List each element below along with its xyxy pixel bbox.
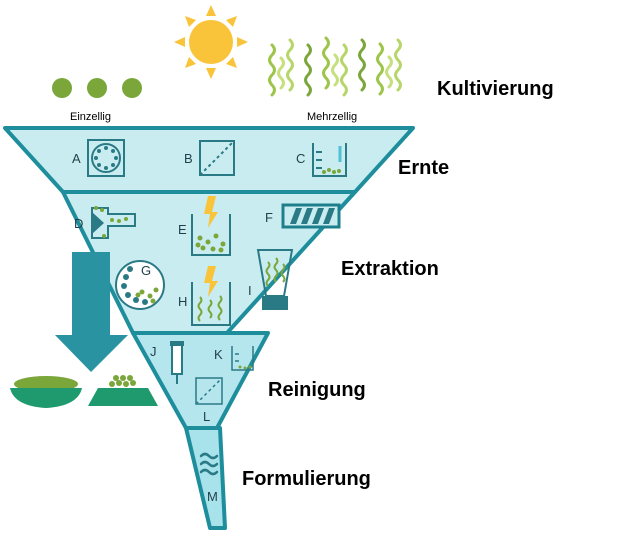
multicellular-label: Mehrzellig (307, 111, 357, 123)
funnel-band-harvest (3, 126, 415, 194)
step-label-m: M (207, 489, 218, 504)
sun-icon (174, 5, 248, 79)
bypass-arrow-icon (55, 252, 128, 372)
multicellular-algae-icon (268, 36, 402, 97)
funnel-band-purification (131, 331, 270, 430)
step-label-g: G (141, 263, 151, 278)
filtration-icon (199, 140, 235, 176)
precipitation-beaker-icon (231, 346, 254, 371)
step-label-f: F (265, 210, 273, 225)
stage-label-extraction: Extraktion (341, 258, 439, 280)
unicellular-label: Einzellig (70, 111, 111, 123)
stage-label-purification: Reinigung (268, 379, 366, 401)
sedimentation-beaker-icon (312, 143, 347, 177)
drying-icon (199, 452, 219, 476)
membrane-filtration-icon (195, 377, 223, 405)
step-label-d: D (74, 216, 83, 231)
ultrasound-multicellular-icon (191, 266, 231, 326)
product-tray-icon (88, 375, 158, 406)
unicellular-algae-icon (52, 78, 142, 98)
step-label-h: H (178, 294, 187, 309)
step-label-a: A (72, 151, 81, 166)
step-label-l: L (203, 409, 210, 424)
blender-icon (256, 249, 294, 310)
step-label-c: C (296, 151, 305, 166)
step-label-i: I (248, 283, 252, 298)
stage-label-cultivation: Kultivierung (437, 78, 554, 100)
step-label-k: K (214, 347, 223, 362)
centrifuge-icon (87, 139, 125, 177)
chromatography-column-icon (170, 341, 184, 384)
funnel-band-formulation (184, 426, 227, 530)
biomass-bowl-icon (10, 376, 82, 408)
ultrasound-beaker-icon (191, 196, 231, 256)
bead-mill-icon (115, 260, 165, 310)
press-extractor-icon (91, 206, 136, 239)
column-extractor-icon (281, 203, 341, 229)
stage-label-formulation: Formulierung (242, 468, 371, 490)
step-label-b: B (184, 151, 193, 166)
step-label-j: J (150, 344, 157, 359)
stage-label-harvest: Ernte (398, 157, 449, 179)
step-label-e: E (178, 222, 187, 237)
